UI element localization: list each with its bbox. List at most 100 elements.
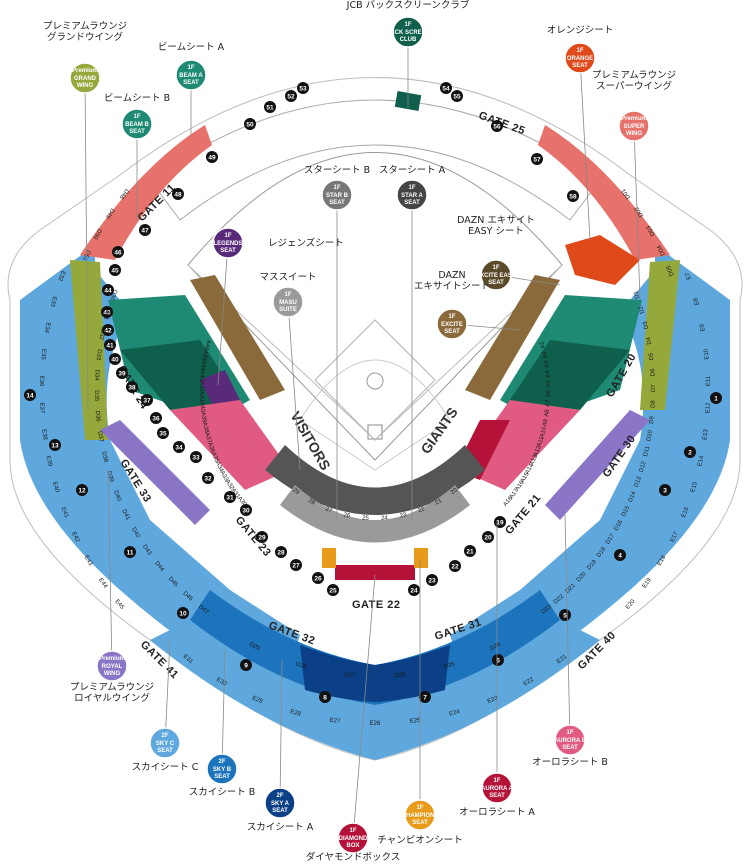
section-visitors[interactable]: A30: [236, 496, 248, 509]
section-d[interactable]: D25: [443, 661, 456, 670]
section-giants[interactable]: A13: [529, 454, 539, 467]
section-upper-left-e[interactable]: E35: [39, 349, 46, 361]
section-far-d-right[interactable]: D05: [666, 264, 676, 277]
section-giants[interactable]: A5: [546, 379, 552, 387]
section-upper-left-e[interactable]: E33: [48, 295, 57, 308]
section-upper-left-e[interactable]: E32: [56, 270, 66, 283]
section-visitors[interactable]: A44: [199, 360, 207, 372]
section-upper-left[interactable]: D34: [93, 369, 100, 381]
champions-right[interactable]: [414, 548, 428, 568]
section-upper-left[interactable]: D41: [120, 509, 131, 522]
diamond-box[interactable]: [335, 565, 415, 580]
section-e[interactable]: E31: [182, 654, 195, 666]
section-giants[interactable]: A7: [545, 399, 552, 407]
section-upper-left-e[interactable]: E45: [113, 599, 125, 612]
sky-b-band[interactable]: [190, 590, 560, 705]
section-upper-right[interactable]: D8: [650, 400, 656, 409]
section-home[interactable]: 20: [450, 487, 459, 496]
section-upper-right-e[interactable]: E13: [702, 428, 709, 440]
section-upper-right-e[interactable]: E17: [670, 531, 680, 544]
section-giants[interactable]: A14: [525, 462, 536, 475]
section-visitors[interactable]: A42: [198, 381, 204, 392]
section-home[interactable]: 28: [307, 498, 316, 507]
section-giants[interactable]: A1: [539, 340, 547, 349]
section-upper-left[interactable]: D47: [197, 604, 210, 616]
section-upper-right[interactable]: D19: [586, 559, 598, 572]
section-e[interactable]: E30: [215, 677, 228, 688]
section-upper-left-e[interactable]: E42: [70, 531, 80, 544]
left-upper-salmon[interactable]: [80, 125, 212, 260]
section-far-d-right[interactable]: D01: [620, 187, 632, 200]
section-e[interactable]: E24: [449, 709, 462, 718]
section-home[interactable]: 29: [291, 487, 300, 496]
section-upper-right[interactable]: D17: [605, 533, 616, 546]
section-upper-right-e[interactable]: E19: [642, 577, 653, 590]
giants-brown[interactable]: [465, 275, 560, 400]
section-upper-left-e[interactable]: E41: [60, 507, 70, 520]
section-far-d-right[interactable]: D04: [656, 243, 667, 256]
section-upper-left[interactable]: D37: [96, 431, 104, 444]
orange-seat-block[interactable]: [565, 235, 640, 285]
section-home[interactable]: 24: [381, 515, 389, 522]
section-e[interactable]: E23: [487, 695, 500, 705]
section-upper-right[interactable]: D11: [643, 445, 651, 457]
section-giants[interactable]: A11: [537, 435, 546, 447]
section-upper-right-e[interactable]: E7: [685, 271, 693, 281]
section-d[interactable]: D27: [344, 672, 356, 679]
section-upper-right-e[interactable]: E16: [681, 506, 691, 519]
section-visitors[interactable]: A32: [224, 479, 235, 492]
section-visitors[interactable]: A39: [199, 412, 207, 424]
section-upper-left[interactable]: D38: [100, 451, 109, 464]
sky-a-band[interactable]: [300, 645, 450, 702]
section-e[interactable]: E29: [251, 695, 264, 705]
section-upper-left[interactable]: D33: [94, 349, 101, 361]
section-home[interactable]: 27: [324, 506, 333, 514]
section-e[interactable]: E26: [370, 721, 381, 727]
section-upper-left-e[interactable]: E44: [97, 577, 108, 590]
section-upper-right[interactable]: D2: [638, 305, 646, 315]
section-upper-right-e[interactable]: E11: [706, 375, 712, 386]
home-gray-dark[interactable]: [265, 445, 485, 515]
section-upper-right-e[interactable]: E18: [657, 554, 668, 567]
section-far-d[interactable]: D49: [104, 207, 115, 220]
section-upper-right[interactable]: D7: [651, 384, 657, 392]
section-home[interactable]: 23: [399, 512, 407, 519]
section-giants[interactable]: A2: [542, 350, 550, 359]
section-giants[interactable]: A4: [545, 369, 552, 378]
section-visitors[interactable]: A36: [206, 442, 215, 455]
section-visitors[interactable]: A31: [230, 488, 242, 501]
section-giants[interactable]: A6: [546, 389, 552, 397]
section-d[interactable]: D24: [489, 641, 502, 652]
section-visitors[interactable]: A34: [214, 461, 224, 474]
section-upper-left-e[interactable]: E36: [38, 376, 44, 387]
section-giants[interactable]: A16: [515, 479, 526, 492]
section-giants[interactable]: A12: [533, 445, 543, 458]
section-visitors[interactable]: A33: [219, 470, 230, 483]
section-visitors[interactable]: A38: [201, 422, 209, 434]
section-upper-left[interactable]: D35: [93, 390, 99, 402]
section-home[interactable]: 21: [434, 498, 443, 507]
section-upper-right[interactable]: D15: [621, 505, 631, 518]
section-upper-right[interactable]: D3: [642, 320, 650, 330]
section-giants[interactable]: A3: [543, 359, 550, 368]
section-upper-right[interactable]: D23: [541, 604, 554, 616]
section-visitors[interactable]: A45: [200, 349, 208, 361]
section-visitors[interactable]: A41: [198, 391, 204, 403]
section-upper-right[interactable]: D9: [649, 415, 656, 424]
section-upper-left-e[interactable]: E39: [45, 455, 53, 467]
section-upper-left-e[interactable]: E38: [40, 429, 47, 441]
section-upper-left-e[interactable]: E40: [51, 481, 60, 494]
section-giants[interactable]: A17: [509, 488, 521, 501]
giants-dark-green[interactable]: [510, 340, 630, 410]
